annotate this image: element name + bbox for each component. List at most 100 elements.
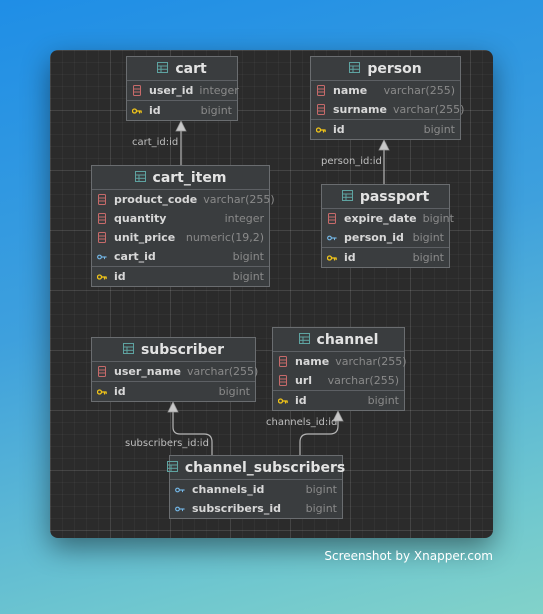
column-type: varchar(255) [186,365,259,378]
column-name: user_name [114,365,181,378]
column-name: person_id [344,231,404,244]
column-type: varchar(255) [392,103,465,116]
table-name: channel [316,331,379,348]
table-header: channel_subscribers [166,456,346,480]
foreign-key-icon [175,484,185,496]
primary-key-icon [97,271,107,283]
table-header: subscriber [92,338,255,362]
column-row[interactable]: id bigint [273,390,404,410]
arrowhead-channel [332,410,344,422]
column-type: varchar(255) [383,84,455,97]
column-icon [97,213,107,225]
table-icon [166,460,178,476]
column-type: varchar(255) [327,374,399,387]
column-type: varchar(255) [203,193,275,206]
relation-channel-subscribers-channel [299,415,339,455]
column-type: bigint [367,394,399,407]
relation-lines [167,120,390,455]
column-icon [278,375,288,387]
column-icon [278,356,288,368]
relation-label-subscribers-id: subscribers_id:id [125,438,209,449]
table-icon [134,170,146,186]
column-name: id [149,104,161,117]
column-type: bigint [232,250,264,263]
primary-key-icon [278,395,288,407]
column-row[interactable]: product_code varchar(255) [92,190,275,209]
table-header: channel [273,328,404,352]
column-icon [97,232,107,244]
column-row[interactable]: id bigint [127,100,237,120]
column-name: id [333,123,345,136]
column-name: expire_date [344,212,417,225]
table-name: cart [175,60,207,77]
column-type: bigint [412,251,444,264]
table-name: subscriber [140,341,225,358]
column-name: channels_id [192,483,265,496]
column-icon [327,213,337,225]
column-type: bigint [305,502,337,515]
column-type: varchar(255) [335,355,407,368]
primary-key-icon [132,105,142,117]
column-row[interactable]: id bigint [322,247,449,267]
table-name: cart_item [152,169,227,186]
column-row[interactable]: id bigint [92,266,269,286]
column-name: id [114,270,126,283]
column-type: bigint [305,483,337,496]
column-type: bigint [422,212,454,225]
column-row[interactable]: id bigint [92,381,255,401]
table-icon [349,61,361,77]
relation-label-cart-id: cart_id:id [132,137,179,148]
column-type: bigint [232,270,264,283]
column-row[interactable]: expire_date bigint [322,209,454,228]
arrowhead-cart [175,120,187,132]
column-type: bigint [423,123,455,136]
table-icon [298,332,310,348]
column-row[interactable]: name varchar(255) [273,352,407,371]
column-name: id [114,385,126,398]
foreign-key-icon [97,251,107,263]
primary-key-icon [316,124,326,136]
column-name: name [295,355,330,368]
column-name: cart_id [114,250,156,263]
column-icon [132,85,142,97]
column-name: id [344,251,356,264]
table-header: person [311,57,460,81]
column-icon [316,85,326,97]
relation-channel-subscribers-subscriber [172,406,213,455]
column-row[interactable]: cart_id bigint [92,247,269,266]
table-header: cart_item [92,166,269,190]
table-header: passport [322,185,449,209]
column-row[interactable]: id bigint [311,119,460,139]
primary-key-icon [327,252,337,264]
column-type: bigint [218,385,250,398]
table-name: passport [359,188,430,205]
diagram-canvas[interactable]: cart_id:id person_id:id subscribers_id:i… [50,50,493,538]
primary-key-icon [97,386,107,398]
column-name: user_id [149,84,194,97]
table-cart-item[interactable]: cart_item product_code varchar(255) quanti… [91,165,275,287]
column-name: id [295,394,307,407]
column-row[interactable]: channels_id bigint [170,480,342,499]
column-type: bigint [200,104,232,117]
column-name: product_code [114,193,198,206]
relation-label-channels-id: channels_id:id [266,417,338,428]
column-row[interactable]: user_name varchar(255) [92,362,259,381]
table-name: channel_subscribers [184,459,346,476]
column-name: quantity [114,212,167,225]
table-icon [122,342,134,358]
table-subscriber[interactable]: subscriber user_name varchar(255) id bigint [91,337,259,402]
column-icon [97,194,107,206]
